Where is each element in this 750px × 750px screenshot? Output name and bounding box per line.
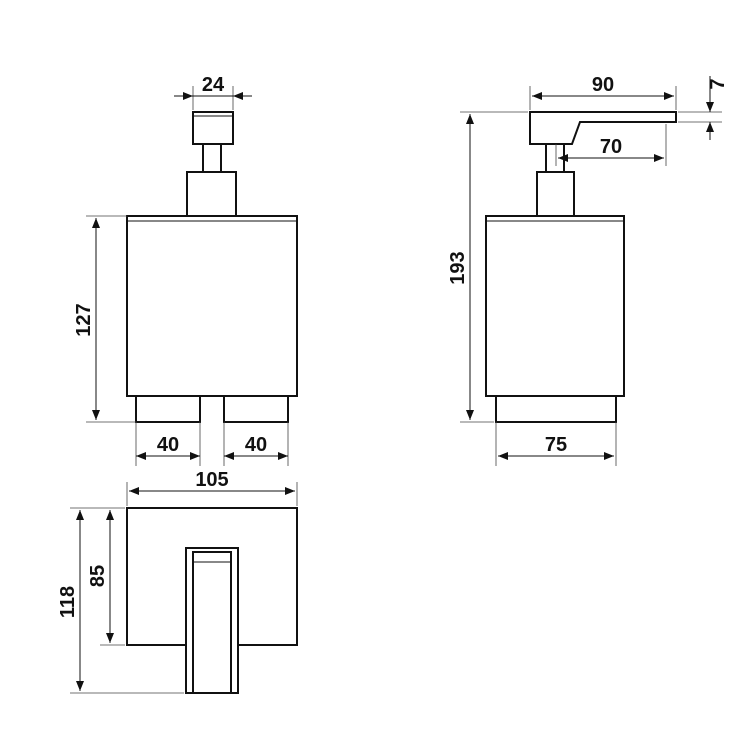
dim-side-lever-length: 90 bbox=[529, 74, 677, 110]
dim-top-total-depth: 118 bbox=[57, 507, 184, 694]
dim-top-plate-depth: 85 bbox=[87, 510, 125, 646]
dim-front-feet: 40 40 bbox=[135, 422, 289, 466]
dim-label-foot-width: 75 bbox=[545, 434, 567, 456]
dim-label-lever-length: 90 bbox=[592, 74, 614, 96]
side-lever bbox=[529, 111, 677, 145]
dim-label-foot-right: 40 bbox=[245, 434, 267, 456]
dim-front-body-height: 127 bbox=[73, 215, 136, 423]
side-pump-neck bbox=[536, 171, 575, 219]
front-pump-neck bbox=[186, 171, 237, 219]
side-main-body bbox=[485, 215, 625, 397]
side-view bbox=[485, 111, 677, 423]
dim-label-total-depth: 118 bbox=[57, 586, 79, 618]
side-foot bbox=[495, 395, 617, 423]
dim-label-total-height: 193 bbox=[447, 251, 469, 284]
front-pump-cap bbox=[192, 111, 234, 145]
dim-label-lever-thickness: 7 bbox=[707, 78, 729, 89]
dim-label-body-height: 127 bbox=[73, 303, 95, 336]
dim-label-foot-left: 40 bbox=[157, 434, 179, 456]
front-view bbox=[126, 111, 298, 423]
dim-top-plate-width: 105 bbox=[126, 469, 298, 506]
top-view bbox=[126, 507, 298, 694]
dim-label-plate-width: 105 bbox=[195, 469, 228, 491]
dim-label-pump-width: 24 bbox=[202, 74, 225, 96]
dim-front-pump-width: 24 bbox=[174, 74, 252, 110]
front-pump-stem bbox=[202, 143, 222, 173]
dim-label-nozzle-reach: 70 bbox=[600, 136, 622, 158]
front-foot-left bbox=[135, 395, 201, 423]
dim-side-foot-width: 75 bbox=[495, 422, 617, 466]
dim-side-nozzle-reach: 70 bbox=[555, 124, 667, 166]
top-bracket-outline bbox=[185, 547, 239, 694]
dim-side-total-height: 193 bbox=[447, 111, 528, 423]
top-bracket-inner bbox=[192, 551, 232, 694]
dim-label-plate-depth: 85 bbox=[87, 565, 109, 587]
front-main-body bbox=[126, 215, 298, 397]
front-foot-right bbox=[223, 395, 289, 423]
dim-side-lever-thickness: 7 bbox=[678, 76, 729, 140]
